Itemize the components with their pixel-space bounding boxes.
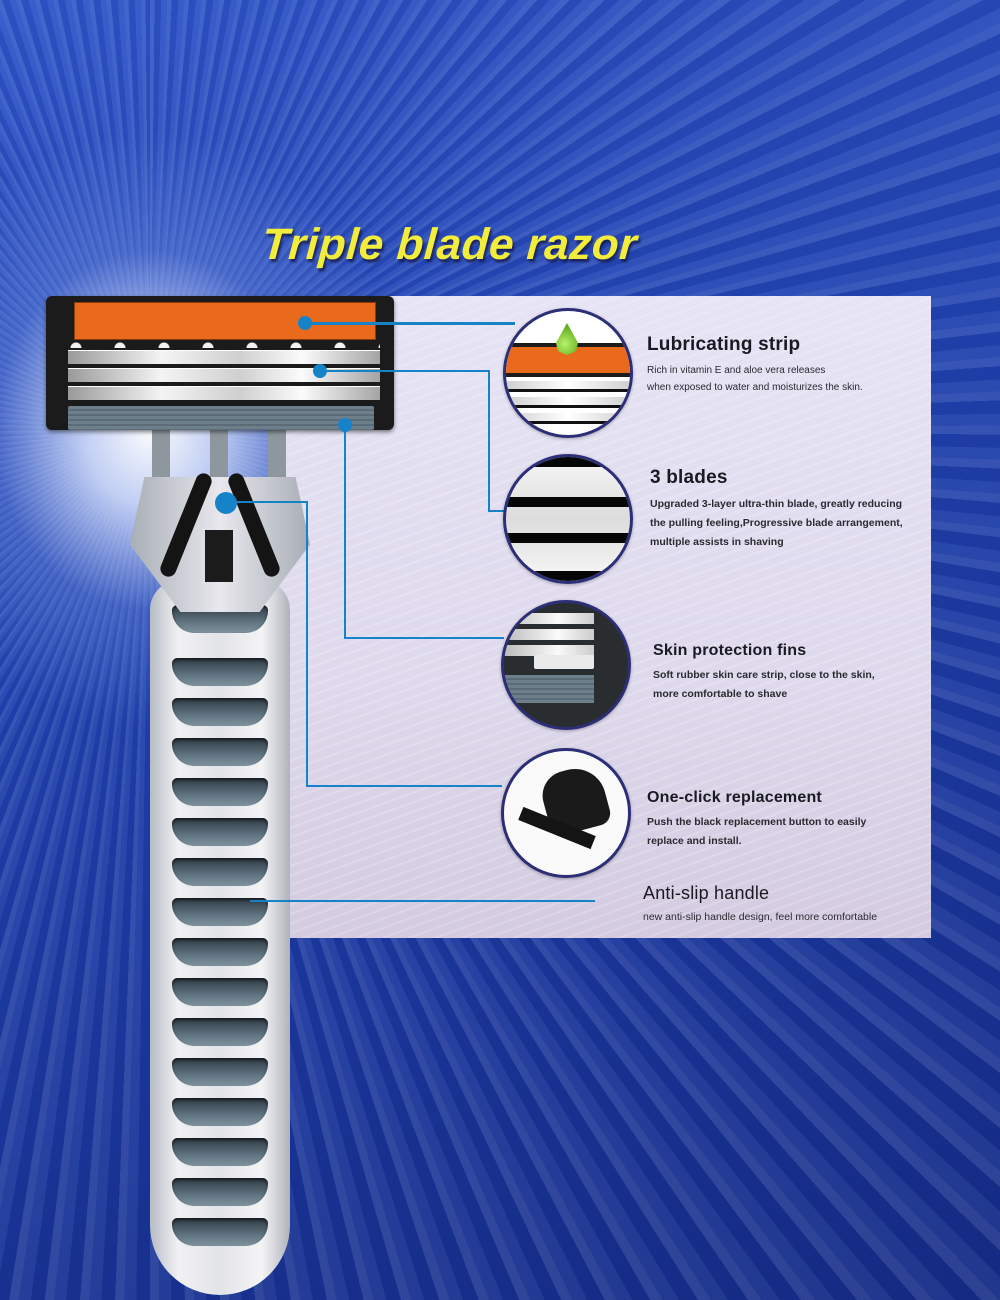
feature-anti-slip-handle: Anti-slip handle new anti-slip handle de…: [643, 883, 877, 927]
feature-desc-line: new anti-slip handle design, feel more c…: [643, 911, 878, 923]
skin-fins-detail-image: [501, 600, 631, 730]
feature-heading: Lubricating strip: [647, 334, 801, 355]
lubricating-strip-detail-image: [503, 308, 633, 438]
blade-2: [68, 368, 380, 382]
feature-heading: One-click replacement: [647, 789, 822, 806]
blade-1: [68, 350, 380, 364]
feature-desc-line: Upgraded 3-layer ultra-thin blade, great…: [650, 498, 903, 510]
feature-desc-line: when exposed to water and moisturizes th…: [647, 382, 863, 393]
feature-heading: 3 blades: [650, 467, 728, 488]
feature-desc-line: Rich in vitamin E and aloe vera releases: [647, 365, 826, 376]
feature-desc-line: replace and install.: [647, 835, 742, 847]
razor-handle: [150, 580, 290, 1295]
replacement-button: [205, 530, 233, 582]
feature-three-blades: 3 blades Upgraded 3-layer ultra-thin bla…: [650, 467, 903, 552]
replacement-detail-image: [501, 748, 631, 878]
lubricating-strip-part: [74, 302, 376, 340]
feature-desc-line: more comfortable to shave: [653, 688, 788, 700]
feature-lubricating-strip: Lubricating strip Rich in vitamin E and …: [647, 334, 863, 396]
page-title: Triple blade razor: [260, 220, 639, 269]
feature-desc-line: Push the black replacement button to eas…: [647, 816, 867, 828]
feature-one-click-replacement: One-click replacement Push the black rep…: [647, 789, 866, 851]
blade-3: [68, 386, 380, 400]
feature-skin-protection-fins: Skin protection fins Soft rubber skin ca…: [653, 642, 875, 704]
feature-desc-line: Soft rubber skin care strip, close to th…: [653, 669, 875, 681]
feature-desc-line: the pulling feeling,Progressive blade ar…: [650, 517, 903, 529]
lubricant-drop-icon: [556, 323, 578, 355]
skin-guard-part: [68, 406, 374, 430]
feature-heading: Skin protection fins: [653, 642, 807, 659]
blades-detail-image: [503, 454, 633, 584]
feature-desc-line: multiple assists in shaving: [650, 536, 784, 548]
feature-heading: Anti-slip handle: [643, 883, 770, 903]
razor-cartridge: [46, 296, 394, 430]
